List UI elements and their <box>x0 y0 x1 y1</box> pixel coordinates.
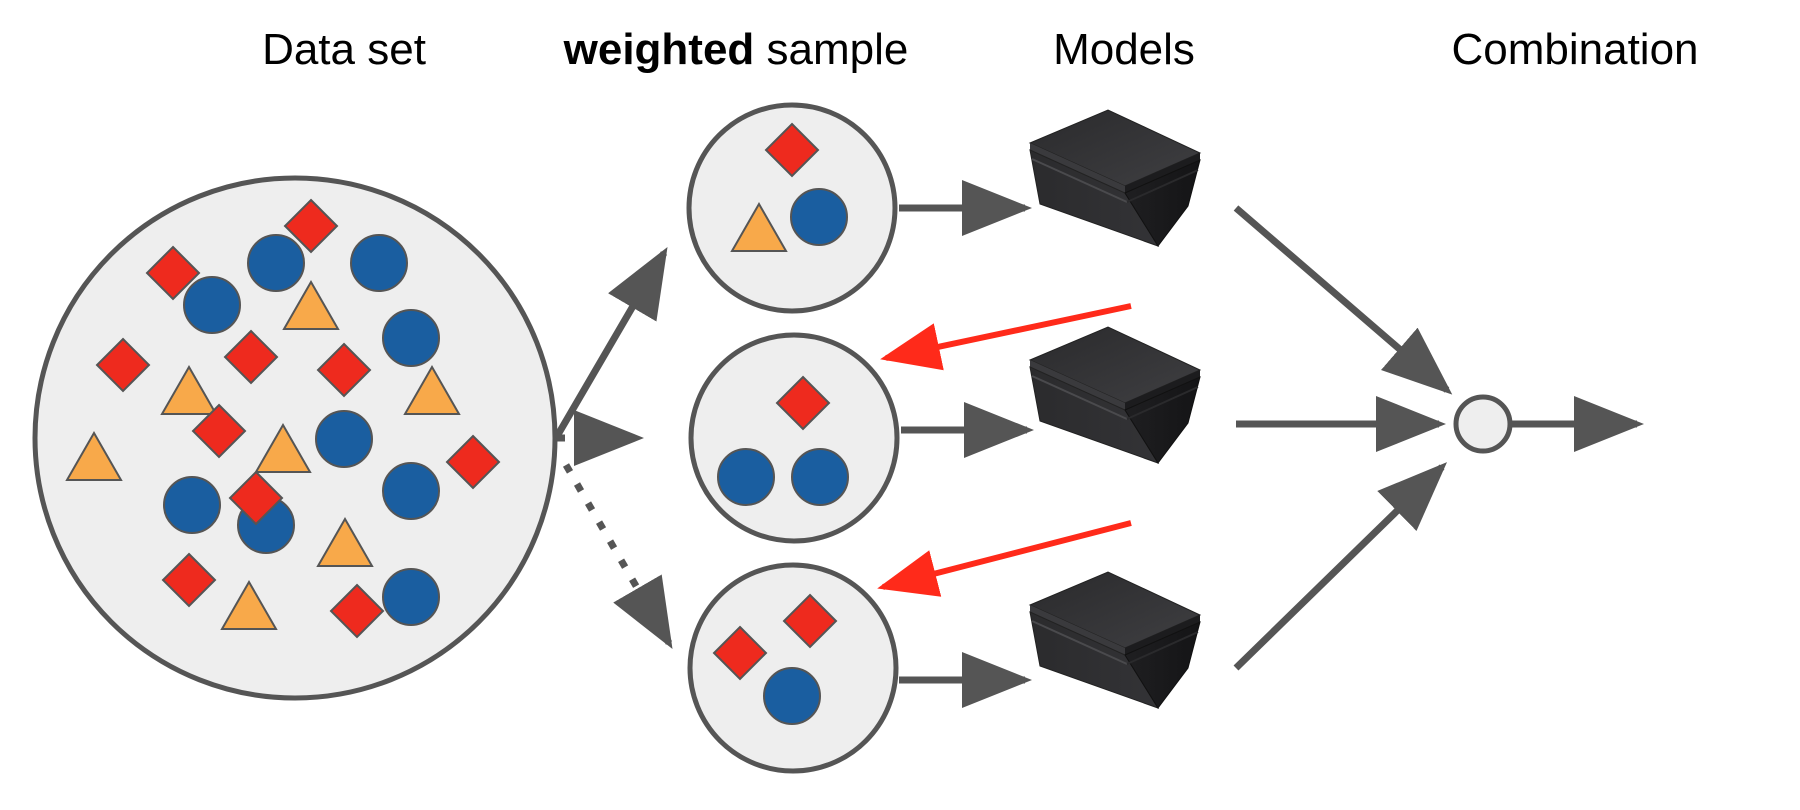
red-diamond-icon <box>228 470 284 526</box>
blue-circle-icon <box>791 448 849 506</box>
weighted-sample-1 <box>686 102 898 314</box>
red-diamond-icon <box>223 329 279 385</box>
title-sample-text: sample <box>754 25 909 74</box>
red-diamond-icon <box>329 583 385 639</box>
red-diamond-icon <box>316 342 372 398</box>
orange-triangle-icon <box>403 364 461 415</box>
orange-triangle-icon <box>160 364 218 415</box>
title-combination: Combination <box>1451 25 1699 74</box>
data-set-triangles <box>65 279 461 630</box>
red-diamond-icon <box>782 593 838 649</box>
arrow-model-3-to-combination <box>1233 462 1448 671</box>
red-diamond-icon <box>145 245 201 301</box>
arrow-to-sample-1 <box>552 246 668 440</box>
data-set-diamonds <box>95 198 501 639</box>
reweight-arrow-model-2-to-sample-3 <box>877 520 1132 597</box>
red-diamond-icon <box>283 198 339 254</box>
orange-triangle-icon <box>220 579 278 630</box>
combination-node-icon <box>1453 394 1513 454</box>
data-set-circle <box>32 175 558 701</box>
blue-circle-icon <box>717 448 775 506</box>
blue-circle-icon <box>382 568 440 626</box>
blue-circle-icon <box>350 234 408 292</box>
arrow-model-1-to-combination <box>1233 205 1453 395</box>
blue-circle-icon <box>315 410 373 468</box>
sample-circle <box>688 332 900 544</box>
blue-circle-icon <box>247 234 305 292</box>
reweight-arrow-model-1-to-sample-2 <box>880 303 1132 371</box>
red-diamond-icon <box>775 375 831 431</box>
weighted-sample-2 <box>688 332 900 544</box>
dotted-arrow-to-sample-3 <box>562 463 673 650</box>
model-3-box-icon <box>1029 571 1201 709</box>
red-diamond-icon <box>191 403 247 459</box>
model-1-box-icon <box>1029 109 1201 247</box>
blue-circle-icon <box>163 476 221 534</box>
red-diamond-icon <box>445 434 501 490</box>
title-data-set: Data set <box>262 25 426 74</box>
orange-triangle-icon <box>316 516 374 567</box>
blue-circle-icon <box>790 188 848 246</box>
weighted-sample-3 <box>687 562 899 774</box>
model-2-box-icon <box>1029 326 1201 464</box>
orange-triangle-icon <box>254 422 312 473</box>
blue-circle-icon <box>763 667 821 725</box>
title-models: Models <box>1053 25 1195 74</box>
orange-triangle-icon <box>730 201 788 252</box>
blue-circle-icon <box>183 276 241 334</box>
title-weighted-emphasis: weighted <box>563 25 755 74</box>
red-diamond-icon <box>95 337 151 393</box>
title-weighted-sample: weighted sample <box>564 22 909 78</box>
red-diamond-icon <box>764 122 820 178</box>
blue-circle-icon <box>382 309 440 367</box>
orange-triangle-icon <box>65 430 123 481</box>
orange-triangle-icon <box>282 279 340 330</box>
red-diamond-icon <box>161 552 217 608</box>
red-diamond-icon <box>712 625 768 681</box>
blue-circle-icon <box>382 462 440 520</box>
